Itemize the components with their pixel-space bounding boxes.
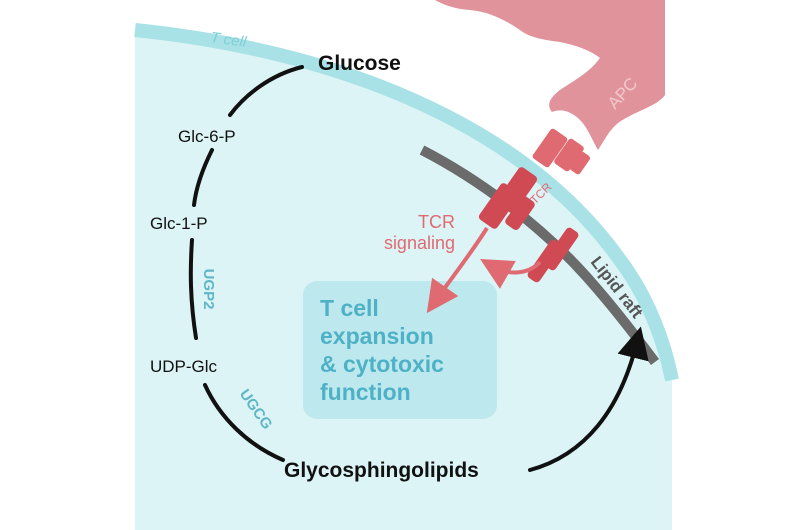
tcr-signaling-arrow [426,226,489,314]
pathway-arc-gsl-raft [528,326,649,472]
pathway-arc-glc6p-glc1p [192,148,214,207]
outcome-line1: T cell [320,295,379,321]
outcome-line4: function [320,379,411,405]
outcome-box [303,281,497,419]
coreceptor-arrow [480,259,542,289]
glucose-label: Glucose [318,52,401,75]
pathway-arc-glc1p-udpglc [188,238,198,340]
metabolic-pathway [188,65,649,472]
outcome-line3: & cytotoxic [320,351,444,377]
udpglc-label: UDP-Glc [150,357,218,376]
glc6p-label: Glc-6-P [178,127,236,146]
coreceptor [527,227,579,283]
pathway-arc-udpglc-gsl [203,383,285,462]
tcr-signaling-label-line2: signaling [384,233,455,253]
t-cell-body [135,30,672,530]
tcr-receptor [478,167,538,230]
outcome-line2: expansion [320,323,434,349]
ugp2-label: UGP2 [200,269,217,310]
tcr-signaling-label-line1: TCR [418,212,455,232]
t-cell-label: T cell [209,29,248,51]
glc1p-label: Glc-1-P [150,214,208,233]
t-cell-membrane [134,23,679,382]
glycosphingolipids-label: Glycosphingolipids [284,459,479,482]
mhc-complex [532,128,591,175]
apc-cell [435,0,665,150]
pathway-arc-glucose-glc6p [228,65,304,117]
